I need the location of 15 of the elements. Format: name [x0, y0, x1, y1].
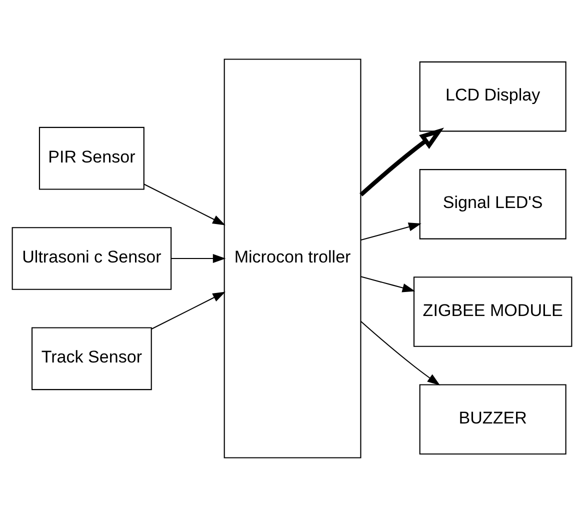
node-box: Ultrasoni c Sensor — [12, 227, 172, 290]
node-box: BUZZER — [419, 384, 566, 455]
arrow — [144, 184, 226, 226]
node-box: Microcon troller — [224, 58, 362, 458]
node-box: ZIGBEE MODULE — [413, 276, 572, 347]
node-box: Signal LED'S — [419, 169, 566, 240]
arrow — [360, 320, 440, 386]
node-box: PIR Sensor — [38, 126, 144, 190]
node-box: Track Sensor — [32, 327, 152, 390]
node-box: LCD Display — [419, 61, 566, 132]
arrow — [360, 128, 444, 196]
arrow — [360, 276, 416, 292]
arrow — [171, 254, 226, 263]
arrow — [360, 222, 422, 241]
arrow — [151, 292, 226, 330]
